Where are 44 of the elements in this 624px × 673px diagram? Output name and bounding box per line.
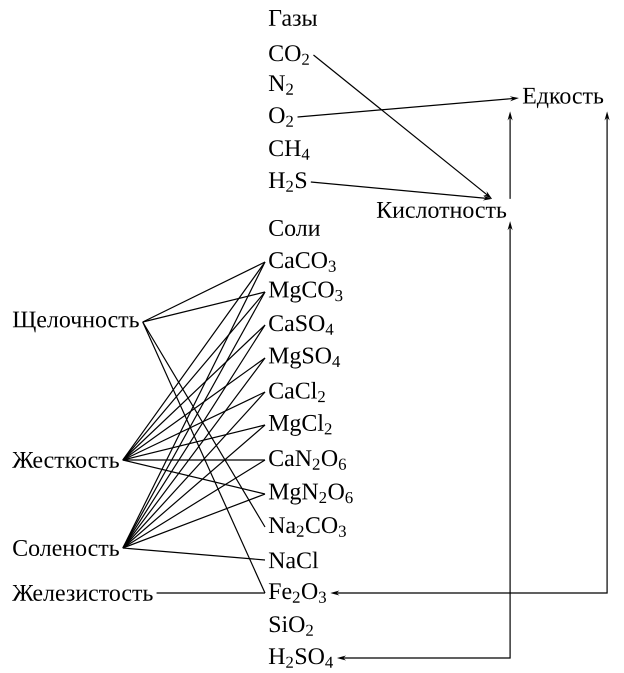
connector-line: [122, 391, 266, 461]
connector-line: [122, 392, 266, 548]
property-label: Соленость: [13, 540, 119, 556]
formula-label: Na$_{2}$CO$_{3}$: [268, 517, 346, 537]
group-heading: Соли: [269, 220, 320, 236]
connector-line: [142, 322, 266, 528]
property-label: Кислотность: [376, 202, 506, 218]
connector-line: [122, 424, 266, 461]
connector-line: [122, 324, 266, 460]
connector-line: [122, 547, 266, 561]
connector-line: [142, 261, 266, 323]
formula-label: CH$_{4}$: [269, 140, 310, 160]
formula-label: MgCl$_{2}$: [268, 414, 332, 436]
connector-line: [122, 459, 265, 461]
formula-label: CO$_{2}$: [269, 45, 309, 65]
connector-line: [122, 493, 266, 549]
formula-label: NaCl: [268, 552, 318, 568]
formula-label: CaN$_{2}$O$_{6}$: [269, 450, 346, 470]
connector-line: [122, 460, 266, 549]
connector-line: [122, 459, 266, 495]
property-label: Едкость: [522, 88, 604, 108]
formula-label: MgN$_{2}$O$_{6}$: [268, 484, 353, 504]
connector-line: [156, 592, 265, 594]
formula-label: MgSO$_{4}$: [268, 348, 340, 368]
connector-line: [122, 262, 266, 460]
formula-label: MgCO$_{3}$: [268, 282, 342, 302]
formula-label: H$_{2}$SO$_{4}$: [268, 648, 333, 668]
connector-line: [142, 291, 266, 323]
formula-label: CaCl$_{2}$: [269, 382, 325, 402]
connector-line: [122, 358, 266, 460]
formula-label: H$_{2}$S: [268, 172, 306, 192]
property-label: Железистость: [12, 585, 153, 601]
formula-label: CaSO$_{4}$: [269, 315, 334, 335]
connector-line: [122, 292, 266, 460]
group-heading: Газы: [268, 10, 317, 26]
formula-label: SiO$_{2}$: [270, 616, 313, 636]
property-label: Щелочность: [12, 312, 139, 332]
connector-line: [142, 322, 266, 594]
formula-label: N$_{2}$: [268, 75, 293, 95]
formula-label: O$_{2}$: [269, 107, 293, 127]
connector-line: [122, 424, 266, 548]
property-label: Жесткость: [12, 452, 119, 468]
formula-label: Fe$_{2}$O$_{3}$: [268, 583, 326, 603]
formula-label: CaCO$_{3}$: [269, 252, 336, 272]
